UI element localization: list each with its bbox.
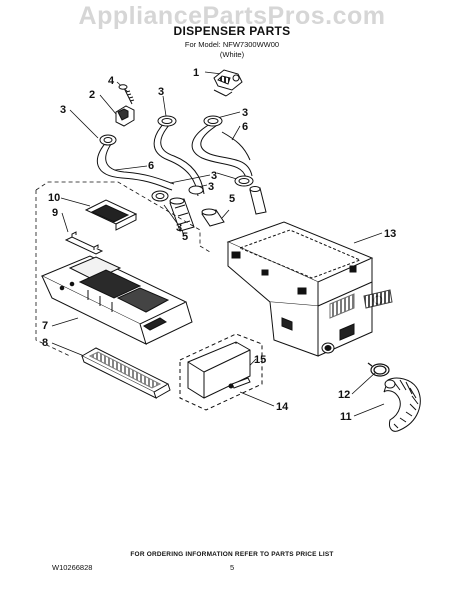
part-9-tab	[64, 231, 104, 255]
part-10-siphon-cover	[84, 199, 138, 231]
part-14-dispenser-lid	[179, 333, 263, 411]
callout-15: 15	[254, 354, 266, 366]
callout-3a: 3	[60, 104, 66, 116]
part-7-dispenser-drawer	[40, 255, 193, 345]
callout-3b: 3	[158, 86, 164, 98]
callout-14: 14	[276, 401, 289, 413]
callout-8: 8	[42, 337, 48, 349]
callout-3c: 3	[242, 107, 248, 119]
part-1-water-valve	[213, 69, 243, 97]
part-3-clamp-left-lower	[99, 134, 117, 146]
part-13-dispenser-housing	[226, 221, 393, 357]
part-5-nozzle-right	[201, 186, 267, 227]
callout-4: 4	[108, 75, 115, 87]
part-3-clamp-right-top	[203, 115, 223, 127]
callout-12: 12	[338, 389, 350, 401]
part-4-screw	[118, 84, 135, 105]
callout-10: 10	[48, 192, 60, 204]
part-6-hose-left	[97, 139, 175, 191]
part-15-pin	[228, 377, 251, 389]
callout-3-lower: 3	[176, 222, 182, 234]
callout-6a: 6	[148, 160, 154, 172]
leader-lines	[51, 71, 385, 417]
callout-2: 2	[89, 89, 95, 101]
ordering-note: FOR ORDERING INFORMATION REFER TO PARTS …	[130, 551, 334, 558]
part-5-nozzle-left	[169, 197, 195, 232]
callout-1: 1	[193, 67, 199, 79]
assembly-outline-left	[35, 181, 211, 357]
part-3-clamp-right-lower	[234, 175, 254, 187]
callout-3d: 3	[211, 170, 217, 182]
callout-9: 9	[52, 207, 58, 219]
document-code: W10266828	[52, 563, 93, 572]
callout-5a: 5	[182, 231, 188, 243]
part-8-drawer-handle	[80, 347, 171, 399]
color-subtitle: (White)	[219, 50, 245, 59]
part-6-hose-middle	[153, 121, 205, 197]
part-11-bellows-hose	[383, 377, 421, 432]
part-6-hose-right	[191, 123, 253, 179]
callout-11: 11	[340, 411, 352, 423]
callout-numbers: 1 4 2 3 3 3 6 6 3 3 5 3 5 10 9 7 8 13 15…	[42, 67, 396, 423]
callout-5b: 5	[229, 193, 235, 205]
model-subtitle: For Model: NFW7300WW00	[184, 40, 280, 49]
callout-7: 7	[42, 320, 48, 332]
callout-13: 13	[384, 228, 396, 240]
callout-3e: 3	[208, 181, 214, 193]
page-number: 5	[230, 563, 235, 572]
part-2-hose-connector	[115, 105, 135, 127]
watermark-text: AppliancePartsPros.com	[78, 2, 386, 30]
part-3-clamp-center	[151, 185, 204, 202]
part-3-clamp-mid-top	[157, 115, 177, 127]
page-title: DISPENSER PARTS	[173, 24, 291, 38]
part-12-hose-clamp	[367, 362, 390, 377]
callout-6b: 6	[242, 121, 248, 133]
